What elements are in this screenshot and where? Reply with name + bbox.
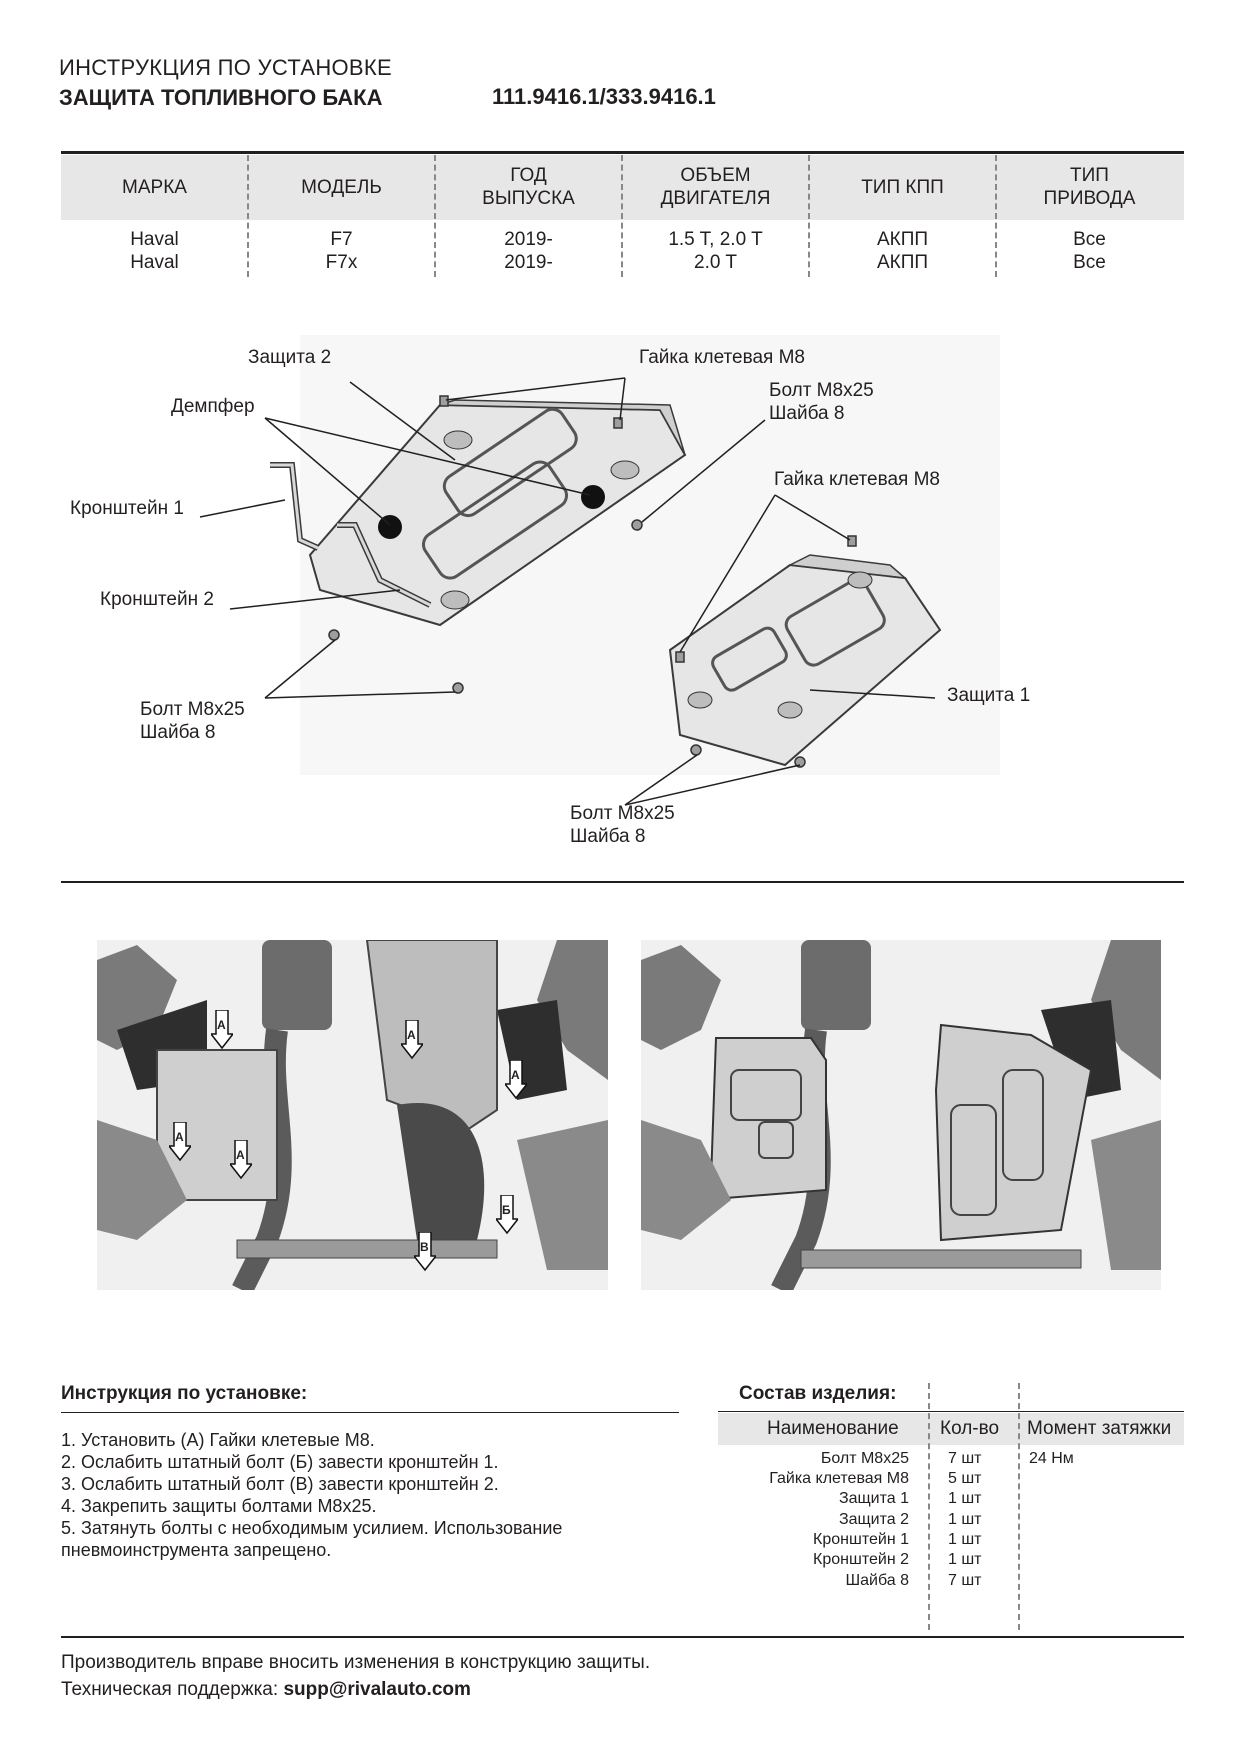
section-divider — [61, 881, 1184, 883]
doc-title-line2: ЗАЩИТА ТОПЛИВНОГО БАКА — [59, 85, 383, 110]
composition-header-qty: Кол-во — [940, 1418, 1000, 1439]
spec-header-brand: МАРКА — [122, 177, 187, 198]
composition-title: Состав изделия: — [739, 1383, 897, 1404]
label-guard-1: Защита 1 — [947, 685, 1031, 706]
composition-item-name: Защита 2 — [838, 1511, 909, 1528]
spec-cell: Все — [1073, 252, 1106, 273]
spec-cell: Все — [1073, 229, 1106, 250]
label-bolt-left: Болт М8х25 — [140, 699, 245, 720]
support-label: Техническая поддержка: — [61, 1679, 284, 1700]
instruction-step: 2. Ослабить штатный болт (Б) завести кро… — [61, 1452, 499, 1472]
composition-item-qty: 7 шт — [948, 1450, 982, 1467]
spec-cell: F7x — [325, 252, 358, 273]
composition-item-qty: 7 шт — [948, 1572, 982, 1589]
marker-b: Б — [494, 1194, 520, 1235]
marker-a: А — [167, 1121, 193, 1162]
spec-header-year: ГОД ВЫПУСКА — [482, 165, 575, 209]
article-codes: 111.9416.1/333.9416.1 — [492, 84, 716, 109]
column-divider — [1018, 1383, 1020, 1630]
instructions-rule — [61, 1412, 679, 1413]
spec-cell: F7 — [330, 229, 353, 250]
label-bracket-2: Кронштейн 2 — [100, 589, 214, 610]
composition-item-qty: 1 шт — [948, 1531, 982, 1548]
composition-item-name: Болт М8х25 — [820, 1450, 909, 1467]
composition-item-qty: 1 шт — [948, 1511, 982, 1528]
label-damper: Демпфер — [171, 396, 255, 417]
composition-item-name: Защита 1 — [838, 1490, 909, 1507]
label-cage-nut-top: Гайка клетевая М8 — [639, 347, 805, 368]
composition-item-qty: 5 шт — [948, 1470, 982, 1487]
spec-header-gearbox: ТИП КПП — [861, 177, 944, 198]
column-divider — [247, 155, 249, 277]
composition-item-name: Гайка клетевая М8 — [769, 1470, 909, 1487]
spec-cell: 2.0 T — [694, 252, 737, 273]
label-washer-bottom: Шайба 8 — [570, 826, 646, 847]
label-bolt-right-top: Болт М8х25 — [769, 380, 874, 401]
spec-cell: 2019- — [504, 229, 553, 250]
guard-1-plate — [668, 554, 942, 767]
label-cage-nut-right: Гайка клетевая М8 — [774, 469, 940, 490]
label-guard-2: Защита 2 — [248, 347, 332, 368]
composition-header-name: Наименование — [767, 1418, 899, 1439]
column-divider — [928, 1383, 930, 1630]
marker-a: А — [503, 1059, 529, 1100]
instruction-step: 4. Закрепить защиты болтами М8х25. — [61, 1496, 377, 1516]
column-divider — [808, 155, 810, 277]
column-divider — [434, 155, 436, 277]
damper-right — [581, 485, 605, 509]
instructions-title: Инструкция по установке: — [61, 1383, 308, 1404]
spec-header-engine: ОБЪЕМ ДВИГАТЕЛЯ — [660, 165, 771, 209]
composition-rule — [718, 1411, 1184, 1412]
table-top-rule — [61, 151, 1184, 154]
spec-cell: АКПП — [876, 229, 929, 250]
marker-a: А — [399, 1019, 425, 1060]
spec-cell: АКПП — [876, 252, 929, 273]
composition-item-name: Шайба 8 — [845, 1572, 909, 1589]
footer-rule — [61, 1636, 1184, 1638]
spec-header-drive: ТИП ПРИВОДА — [1043, 165, 1136, 209]
exploded-view-diagram — [199, 335, 1000, 806]
composition-item-qty: 1 шт — [948, 1490, 982, 1507]
instruction-step: 3. Ослабить штатный болт (В) завести кро… — [61, 1474, 499, 1494]
instruction-step: 5. Затянуть болты с необходимым усилием.… — [61, 1518, 563, 1560]
footer-disclaimer: Производитель вправе вносить изменения в… — [61, 1652, 651, 1673]
composition-item-name: Кронштейн 1 — [813, 1531, 909, 1548]
spec-cell: Haval — [130, 229, 179, 250]
install-photo-after — [641, 940, 1161, 1290]
install-photo-before — [97, 940, 608, 1290]
instruction-step: 1. Установить (А) Гайки клетевые М8. — [61, 1430, 375, 1450]
marker-a: А — [228, 1139, 254, 1180]
doc-title-line1: ИНСТРУКЦИЯ ПО УСТАНОВКЕ — [59, 55, 392, 80]
label-bracket-1: Кронштейн 1 — [70, 498, 184, 519]
damper-left — [378, 515, 402, 539]
footer-support: Техническая поддержка: supp@rivalauto.co… — [61, 1679, 471, 1701]
composition-header — [718, 1413, 1184, 1445]
spec-cell: 1.5 T, 2.0 T — [668, 229, 763, 250]
marker-v: В — [412, 1231, 438, 1272]
composition-header-torque: Момент затяжки — [1027, 1418, 1172, 1439]
composition-item-name: Кронштейн 2 — [813, 1551, 909, 1568]
spec-header-model: МОДЕЛЬ — [301, 177, 382, 198]
label-washer-left: Шайба 8 — [140, 722, 216, 743]
spec-cell: Haval — [130, 252, 179, 273]
marker-a: А — [209, 1009, 235, 1050]
support-email[interactable]: supp@rivalauto.com — [283, 1679, 471, 1700]
composition-item-qty: 1 шт — [948, 1551, 982, 1568]
column-divider — [621, 155, 623, 277]
label-bolt-bottom: Болт М8х25 — [570, 803, 675, 824]
spec-cell: 2019- — [504, 252, 553, 273]
guard-2-plate — [308, 399, 687, 627]
label-washer-right-top: Шайба 8 — [769, 403, 845, 424]
composition-item-torque: 24 Нм — [1029, 1450, 1074, 1467]
column-divider — [995, 155, 997, 277]
